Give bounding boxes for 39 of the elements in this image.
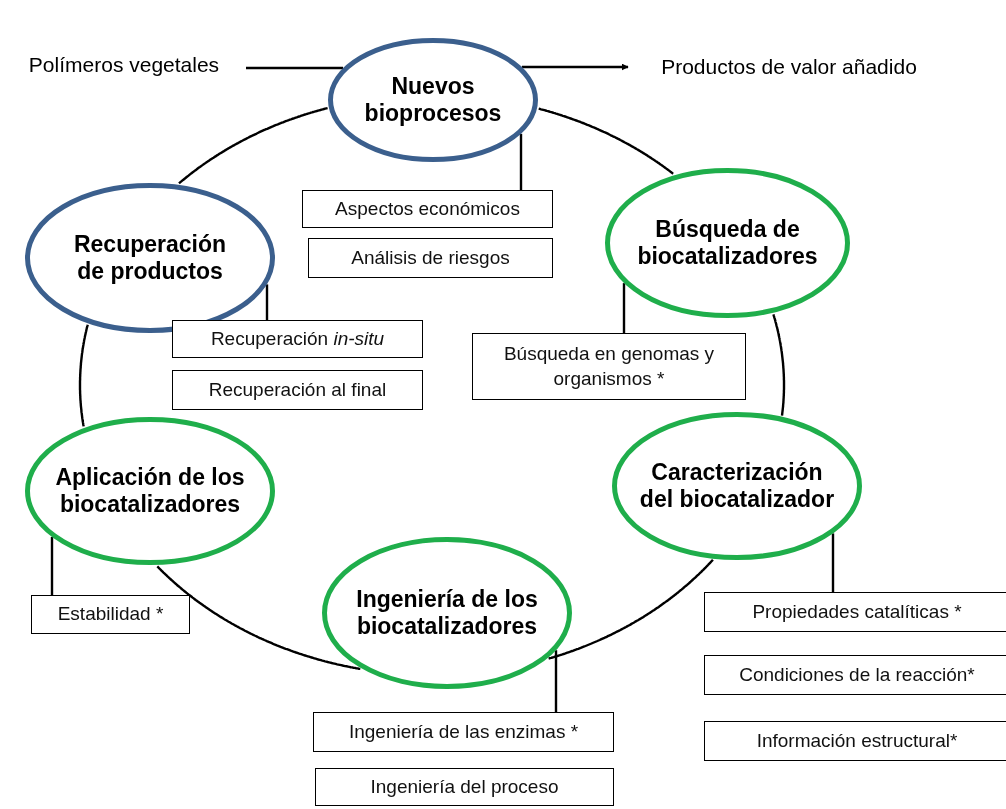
input-label: Polímeros vegetales xyxy=(8,50,240,80)
cycle-arc xyxy=(156,565,361,671)
process-ellipse xyxy=(25,183,275,333)
cycle-arc xyxy=(548,559,714,660)
process-ellipse xyxy=(605,168,850,318)
cycle-arc xyxy=(772,314,786,416)
process-title: Nuevos bioprocesos xyxy=(363,72,503,128)
connector-line xyxy=(622,283,626,333)
task-box: Aspectos económicos xyxy=(302,190,553,228)
task-box: Ingeniería de las enzimas * xyxy=(313,712,614,752)
cycle-arc xyxy=(538,107,674,175)
task-box: Recuperación al final xyxy=(172,370,423,410)
task-box: Análisis de riesgos xyxy=(308,238,553,278)
process-title: Ingeniería de los biocatalizadores xyxy=(355,585,539,641)
task-box: Condiciones de la reacción* xyxy=(704,655,1006,695)
connector-line xyxy=(50,536,54,595)
cycle-arc xyxy=(78,324,89,427)
output-label: Productos de valor añadido xyxy=(634,52,944,82)
arrow xyxy=(521,63,629,71)
connector-line xyxy=(265,284,269,320)
connector-line xyxy=(246,66,344,70)
cycle-arc xyxy=(178,106,328,185)
connector-line xyxy=(554,650,558,712)
process-ellipse xyxy=(612,412,862,560)
task-box: Ingeniería del proceso xyxy=(315,768,614,806)
task-box: Información estructural* xyxy=(704,721,1006,761)
process-ellipse xyxy=(25,417,275,565)
process-title: Recuperación de productos xyxy=(72,230,228,286)
task-box: Propiedades catalíticas * xyxy=(704,592,1006,632)
process-ellipse xyxy=(328,38,538,162)
process-title: Búsqueda de biocatalizadores xyxy=(636,215,819,271)
process-ellipse xyxy=(322,537,572,689)
task-box: Estabilidad * xyxy=(31,595,190,634)
process-title: Aplicación de los biocatalizadores xyxy=(54,463,246,519)
task-box: Búsqueda en genomas y organismos * xyxy=(472,333,746,400)
connector-line xyxy=(831,533,835,592)
process-title: Caracterización del biocatalizador xyxy=(638,458,836,514)
connector-line xyxy=(519,133,523,190)
task-box: Recuperación in-situ xyxy=(172,320,423,358)
